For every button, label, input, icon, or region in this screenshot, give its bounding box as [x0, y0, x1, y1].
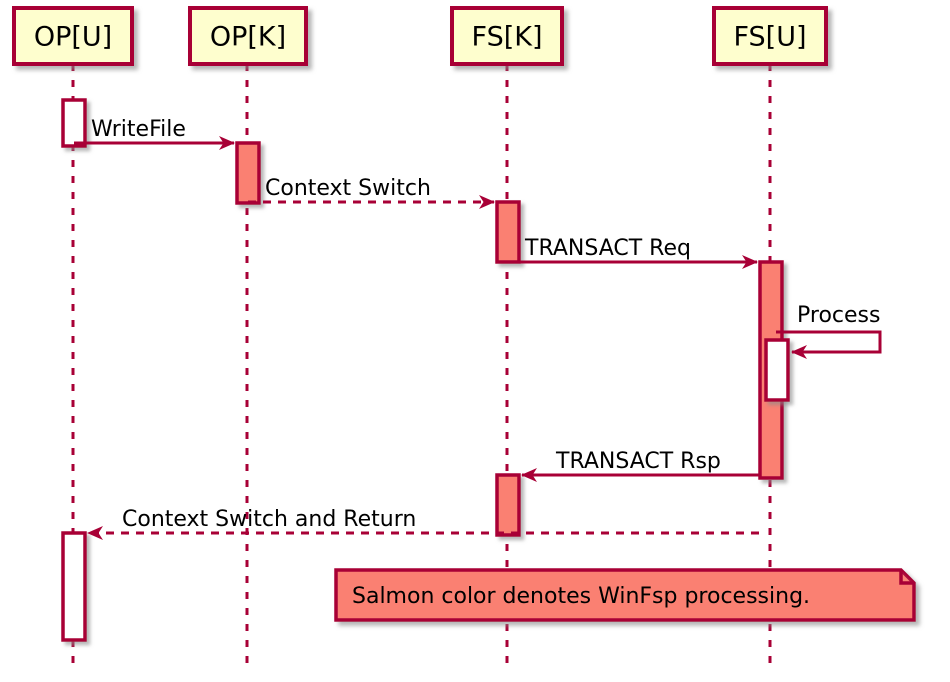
- message-transact-req-label: TRANSACT Req: [524, 236, 691, 261]
- message-context-switch-and-return[interactable]: Context Switch and Return: [87, 507, 759, 540]
- activation-op-u-return: [61, 531, 87, 642]
- activation-op-k: [235, 141, 261, 205]
- activation-fs-k-response: [495, 473, 521, 537]
- note-text: Salmon color denotes WinFsp processing.: [352, 584, 810, 609]
- message-context-switch-label: Context Switch: [265, 176, 431, 201]
- participant-label-fs-u: FS[U]: [733, 22, 806, 53]
- activation-bars-group: [61, 98, 784, 480]
- activation-fs-k-request: [495, 200, 521, 264]
- participant-label-fs-k: FS[K]: [472, 22, 543, 53]
- participant-op-k[interactable]: OP[K]: [188, 6, 308, 66]
- message-transact-rsp-label: TRANSACT Rsp: [555, 449, 721, 474]
- message-context-switch-and-return-label: Context Switch and Return: [122, 507, 416, 532]
- message-process-label: Process: [797, 303, 880, 328]
- participant-label-op-k: OP[K]: [210, 22, 286, 53]
- participant-box-fs-u: [712, 6, 828, 66]
- message-writefile-label: WriteFile: [91, 117, 186, 142]
- participant-box-fs-k: [450, 6, 564, 66]
- participant-box-op-u: [12, 6, 134, 66]
- participant-fs-u[interactable]: FS[U]: [712, 6, 828, 66]
- message-context-switch[interactable]: Context Switch: [248, 176, 495, 209]
- note-fold-corner-icon: [899, 570, 914, 585]
- activation-fs-u-process-nested: [764, 338, 790, 402]
- message-process[interactable]: Process: [776, 303, 882, 359]
- note-salmon-legend[interactable]: Salmon color denotes WinFsp processing.: [334, 568, 916, 622]
- participant-box-op-k: [188, 6, 308, 66]
- participant-fs-k[interactable]: FS[K]: [450, 6, 564, 66]
- participant-op-u[interactable]: OP[U]: [12, 6, 134, 66]
- message-writefile[interactable]: WriteFile: [74, 117, 235, 150]
- message-transact-req[interactable]: TRANSACT Req: [508, 236, 758, 269]
- message-transact-rsp[interactable]: TRANSACT Rsp: [521, 449, 759, 482]
- activation-op-u-initial: [61, 98, 87, 148]
- note-shape: [334, 568, 916, 622]
- participant-label-op-u: OP[U]: [34, 22, 112, 53]
- message-process-line: [776, 330, 882, 359]
